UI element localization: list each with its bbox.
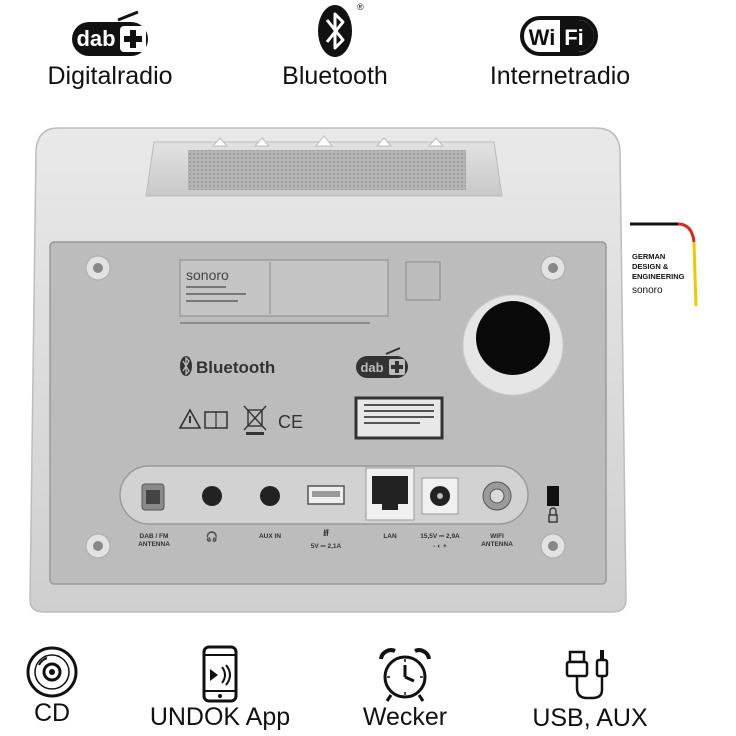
feature-label: Wecker <box>362 703 448 731</box>
safety-symbols: CE <box>178 405 303 435</box>
usb-symbol-icon: ⭿ <box>323 528 329 538</box>
alarm-clock-icon <box>379 648 431 702</box>
smartphone-icon <box>202 645 238 703</box>
wifi-logo-icon: Wi Fi <box>520 16 598 56</box>
feature-label: USB, AUX <box>532 704 648 732</box>
badge-line3: ENGINEERING <box>632 272 685 281</box>
svg-text:dab: dab <box>360 360 383 375</box>
feature-digitalradio: dab Digitalradio <box>20 6 200 91</box>
port-label: 15,5V ⎓ 2,9A <box>420 533 460 540</box>
svg-text:®: ® <box>357 2 364 12</box>
port-label: AUX IN <box>259 533 281 540</box>
badge-brand: sonoro <box>632 285 663 296</box>
radio-device-rear-view: sonoro Bluetooth dab CE <box>29 127 627 613</box>
device-brand: sonoro <box>186 267 229 283</box>
panel-dab-print: dab <box>356 347 408 378</box>
ce-mark: CE <box>278 412 303 432</box>
panel-bluetooth-print: Bluetooth <box>180 356 275 377</box>
dc-power-port <box>421 477 459 515</box>
dab-fm-antenna-port <box>141 483 165 511</box>
usb-port <box>307 485 345 505</box>
port-label: 5V ⎓ 2,1A <box>311 543 342 550</box>
lan-port <box>365 467 415 521</box>
feature-wecker: Wecker <box>350 645 460 732</box>
feature-bluetooth: ® Bluetooth <box>250 0 420 91</box>
polarity-icon: - ◐ + <box>433 543 447 550</box>
feature-undok-app: UNDOK App <box>135 645 305 732</box>
svg-text:ANTENNA: ANTENNA <box>481 541 513 548</box>
wifi-antenna-port <box>482 481 512 511</box>
bluetooth-logo-icon: ® <box>318 2 364 57</box>
port-label: LAN <box>383 533 397 540</box>
feature-usb-aux: USB, AUX <box>520 648 660 733</box>
security-lock-slot <box>547 486 559 523</box>
feature-label: UNDOK App <box>149 703 291 731</box>
svg-text:Wi: Wi <box>529 25 556 50</box>
panel-bluetooth-label: Bluetooth <box>196 358 275 377</box>
svg-text:Fi: Fi <box>564 25 584 50</box>
dab-plus-logo-icon: dab <box>72 10 148 56</box>
screw-icon <box>85 255 566 559</box>
feature-internetradio: Wi Fi Internetradio <box>470 6 650 91</box>
svg-text:WIFI: WIFI <box>490 533 504 540</box>
feature-label: Bluetooth <box>282 62 388 90</box>
german-design-badge: GERMAN DESIGN & ENGINEERING sonoro <box>628 222 708 312</box>
top-buttons <box>211 135 445 147</box>
aux-in-port <box>260 486 280 506</box>
port-label: DAB / FM <box>140 533 169 540</box>
cd-icon <box>26 646 78 698</box>
feature-label: CD <box>33 699 71 727</box>
svg-text:ANTENNA: ANTENNA <box>138 541 170 548</box>
usb-aux-plug-icon <box>565 650 609 700</box>
feature-label: Digitalradio <box>47 62 173 90</box>
feature-label: Internetradio <box>489 62 631 90</box>
badge-line2: DESIGN & <box>632 262 669 271</box>
svg-text:dab: dab <box>76 26 115 51</box>
feature-cd: CD <box>12 645 92 728</box>
headphone-icon: 🎧 <box>206 530 218 543</box>
headphone-port <box>202 486 222 506</box>
badge-line1: GERMAN <box>632 252 666 261</box>
german-flag-curve-icon <box>630 222 698 307</box>
